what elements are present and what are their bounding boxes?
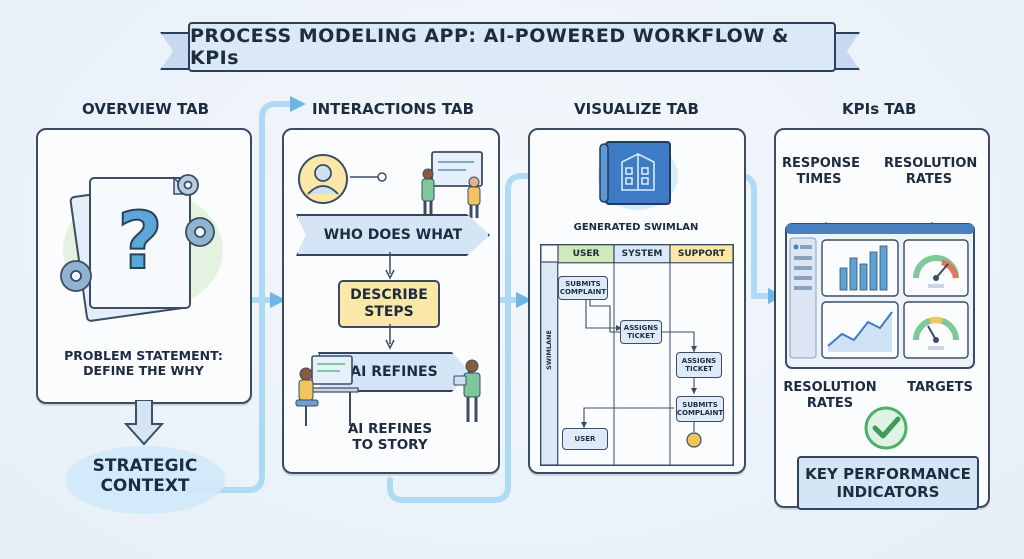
team-whiteboard-illustration <box>421 151 483 218</box>
who-does-what-banner: WHO DOES WHAT <box>296 214 490 256</box>
generated-swimlane-label: GENERATED SWIMLAN <box>573 222 699 233</box>
svg-text:?: ? <box>117 197 162 287</box>
swimlane-box-assigns: ASSIGNS TICKET <box>676 352 722 378</box>
swimlane-box-assigns: ASSIGNS TICKET <box>620 320 662 344</box>
page-title: PROCESS MODELING APP: AI-POWERED WORKFLO… <box>188 22 836 72</box>
connector-line <box>385 252 395 280</box>
problem-statement-label: PROBLEM STATEMENT: DEFINE THE WHY <box>64 348 223 378</box>
user-avatar-icon <box>298 154 348 204</box>
describe-steps-box: DESCRIBE STEPS <box>338 280 440 328</box>
checkmark-icon <box>864 406 908 450</box>
reviewer-illustration <box>453 359 481 422</box>
document-question-icon: ? <box>60 174 223 322</box>
swimlane-col-user: USER <box>572 249 600 259</box>
context-glow <box>65 446 225 514</box>
connector-arrow <box>350 172 387 182</box>
swimlane-box-submits: SUBMITS COMPLAINT <box>676 396 724 422</box>
swimlane-box-submits: SUBMITS COMPLAINT <box>558 276 608 300</box>
interactions-tab-title[interactable]: INTERACTIONS TAB <box>312 100 475 118</box>
ai-refines-story-label: AI REFINES TO STORY <box>347 421 433 454</box>
targets-label: TARGETS <box>907 380 973 395</box>
kpi-dashboard-illustration <box>785 222 975 369</box>
resolution-rates-top-label: RESOLUTION RATES <box>884 156 978 187</box>
down-arrow-icon <box>124 400 164 446</box>
swimlane-col-system: SYSTEM <box>621 249 663 259</box>
title-banner: PROCESS MODELING APP: AI-POWERED WORKFLO… <box>160 22 860 72</box>
kpis-tab-title[interactable]: KPIs TAB <box>842 100 917 118</box>
strategic-context-label: STRATEGIC CONTEXT <box>92 456 198 497</box>
gear-icon <box>60 174 215 292</box>
blueprint-icon <box>598 141 678 210</box>
swimlane-col-support: SUPPORT <box>677 249 726 259</box>
kpi-footer-banner: KEY PERFORMANCE INDICATORS <box>797 456 979 510</box>
swimlane-side-label: SWIMLANE <box>545 330 553 370</box>
resolution-rates-bottom-label: RESOLUTION RATES <box>783 380 877 411</box>
developer-desk-illustration <box>295 355 359 426</box>
overview-tab-title[interactable]: OVERVIEW TAB <box>82 100 210 118</box>
visualize-tab-title[interactable]: VISUALIZE TAB <box>574 100 699 118</box>
swimlane-box-user: USER <box>562 428 608 450</box>
response-times-label: RESPONSE TIMES <box>782 156 860 187</box>
connector-line <box>385 324 395 350</box>
